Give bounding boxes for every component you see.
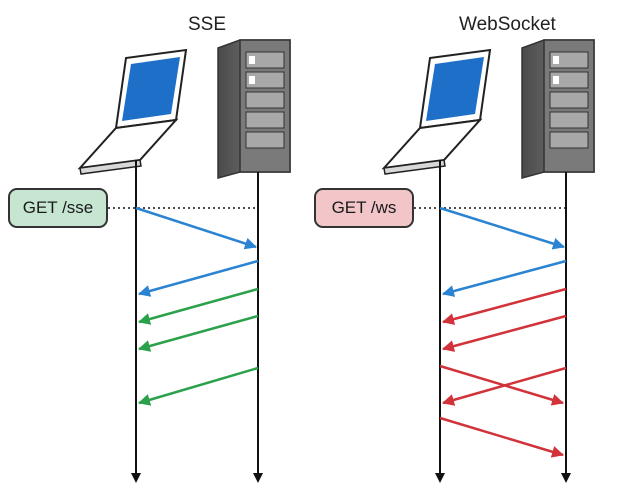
- ws-request-badge: GET /ws: [314, 188, 414, 228]
- sse-title: SSE: [188, 14, 227, 35]
- ws-message-arrow: [439, 364, 564, 406]
- push-arrow: [138, 366, 259, 406]
- request-arrow: [439, 206, 565, 250]
- ws-message-arrow: [442, 314, 567, 352]
- websocket-title: WebSocket: [459, 14, 556, 35]
- push-arrow: [138, 314, 259, 352]
- ws-message-arrow: [442, 287, 567, 325]
- response-arrow: [138, 259, 259, 297]
- sse-panel: [77, 39, 291, 483]
- sse-request-badge: GET /sse: [8, 188, 108, 228]
- push-arrow: [138, 287, 259, 325]
- laptop-icon: [381, 48, 492, 175]
- ws-message-arrow: [439, 416, 564, 458]
- request-arrow: [135, 206, 257, 250]
- response-arrow: [442, 259, 567, 297]
- laptop-icon: [77, 48, 188, 175]
- server-icon: [217, 39, 291, 179]
- server-icon: [521, 39, 595, 179]
- websocket-panel: [381, 39, 595, 483]
